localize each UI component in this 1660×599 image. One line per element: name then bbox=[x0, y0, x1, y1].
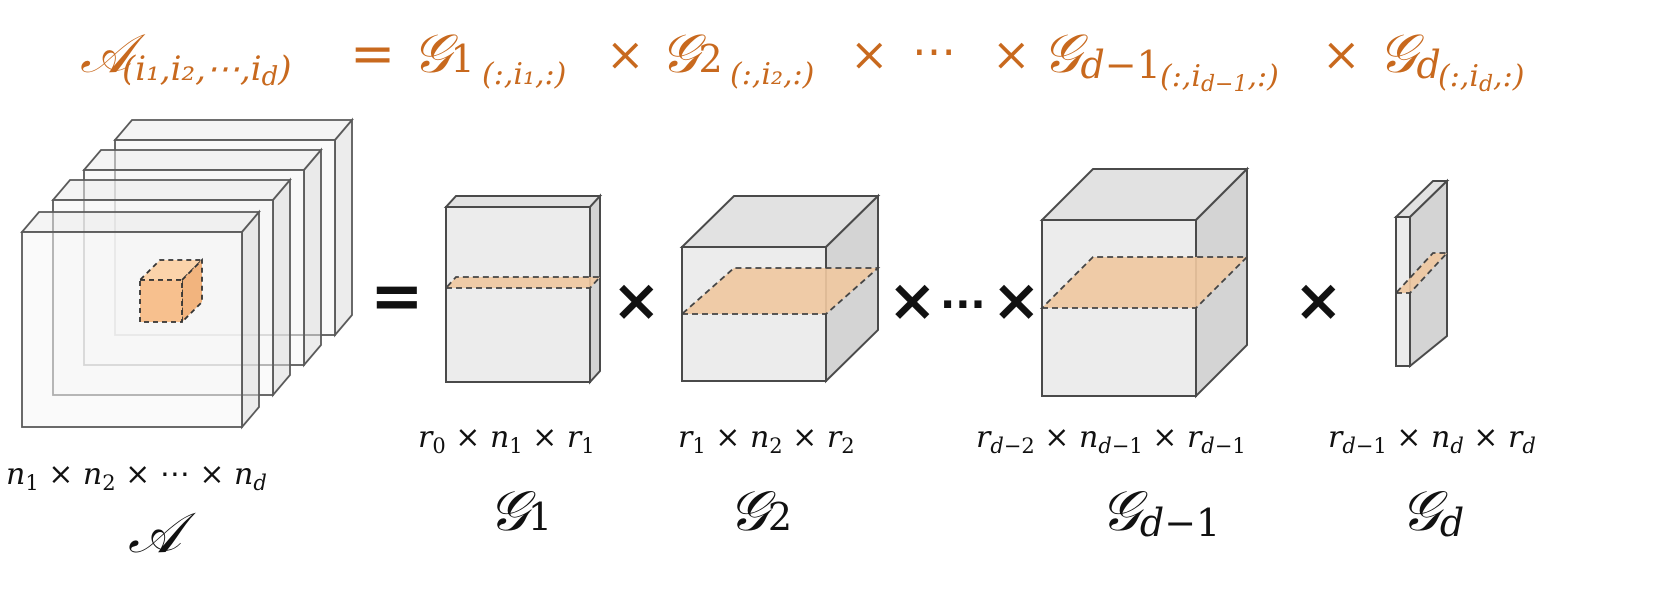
diagram-times-4: × bbox=[1294, 266, 1343, 334]
gd-slice bbox=[1393, 252, 1450, 294]
tensor-gd1-dims: rd−2 × nd−1 × rd−1 bbox=[976, 420, 1246, 458]
tensor-gd1-name: 𝒢d−1 bbox=[1100, 479, 1220, 545]
formula-equals: = bbox=[350, 22, 395, 85]
tensor-a-name: 𝒜 bbox=[128, 501, 196, 566]
formula-lhs-sub: (i₁,i₂,⋯,id) bbox=[122, 49, 292, 92]
tensor-a-dims: n1 × n2 × ⋯ × nd bbox=[6, 457, 267, 495]
formula-term-3-sub: (:,id−1,:) bbox=[1160, 59, 1279, 97]
formula-term-3: 𝒢d−1 bbox=[1042, 22, 1161, 87]
tt-formula: 𝒜 (i₁,i₂,⋯,id) = 𝒢1 (:,i₁,:) × 𝒢2 (:,i₂,… bbox=[80, 22, 1524, 97]
diagram-times-2: × bbox=[888, 266, 937, 334]
g2-slice bbox=[679, 267, 881, 315]
tensor-gd-name: 𝒢d bbox=[1400, 479, 1464, 545]
diagram-times-3: × bbox=[992, 266, 1041, 334]
diagram-ellipsis: ··· bbox=[940, 282, 986, 328]
tensor-g2-name: 𝒢2 bbox=[728, 479, 792, 544]
formula-term-4-sub: (:,id,:) bbox=[1438, 59, 1524, 97]
g1-slice bbox=[443, 276, 603, 289]
tensor-g1-shape bbox=[443, 193, 603, 385]
gd1-slice bbox=[1039, 256, 1250, 309]
tensor-g1-name: 𝒢1 bbox=[488, 479, 552, 544]
formula-times-2: × bbox=[850, 27, 889, 81]
formula-term-1: 𝒢1 bbox=[412, 22, 475, 85]
formula-term-2: 𝒢2 bbox=[660, 22, 723, 85]
tensor-g1-dims: r0 × n1 × r1 bbox=[418, 420, 595, 458]
formula-times-4: × bbox=[1322, 27, 1361, 81]
formula-times-3: × bbox=[992, 27, 1031, 81]
tensor-a-element-cube bbox=[137, 257, 205, 325]
tensor-gd1-shape bbox=[1039, 166, 1250, 399]
formula-term-4: 𝒢d bbox=[1378, 22, 1441, 87]
formula-term-2-sub: (:,i₂,:) bbox=[730, 57, 814, 92]
tensor-gd-dims: rd−1 × nd × rd bbox=[1328, 420, 1536, 458]
formula-times-1: × bbox=[606, 27, 645, 81]
formula-dots: ⋯ bbox=[912, 26, 956, 77]
diagram-times-1: × bbox=[612, 266, 661, 334]
formula-term-1-sub: (:,i₁,:) bbox=[482, 57, 566, 92]
diagram-equals: = bbox=[370, 260, 424, 334]
tensor-gd-shape bbox=[1393, 178, 1450, 369]
tensor-a-shape bbox=[20, 117, 354, 430]
tensor-g2-dims: r1 × n2 × r2 bbox=[678, 420, 855, 458]
tensor-g2-shape bbox=[679, 193, 881, 384]
